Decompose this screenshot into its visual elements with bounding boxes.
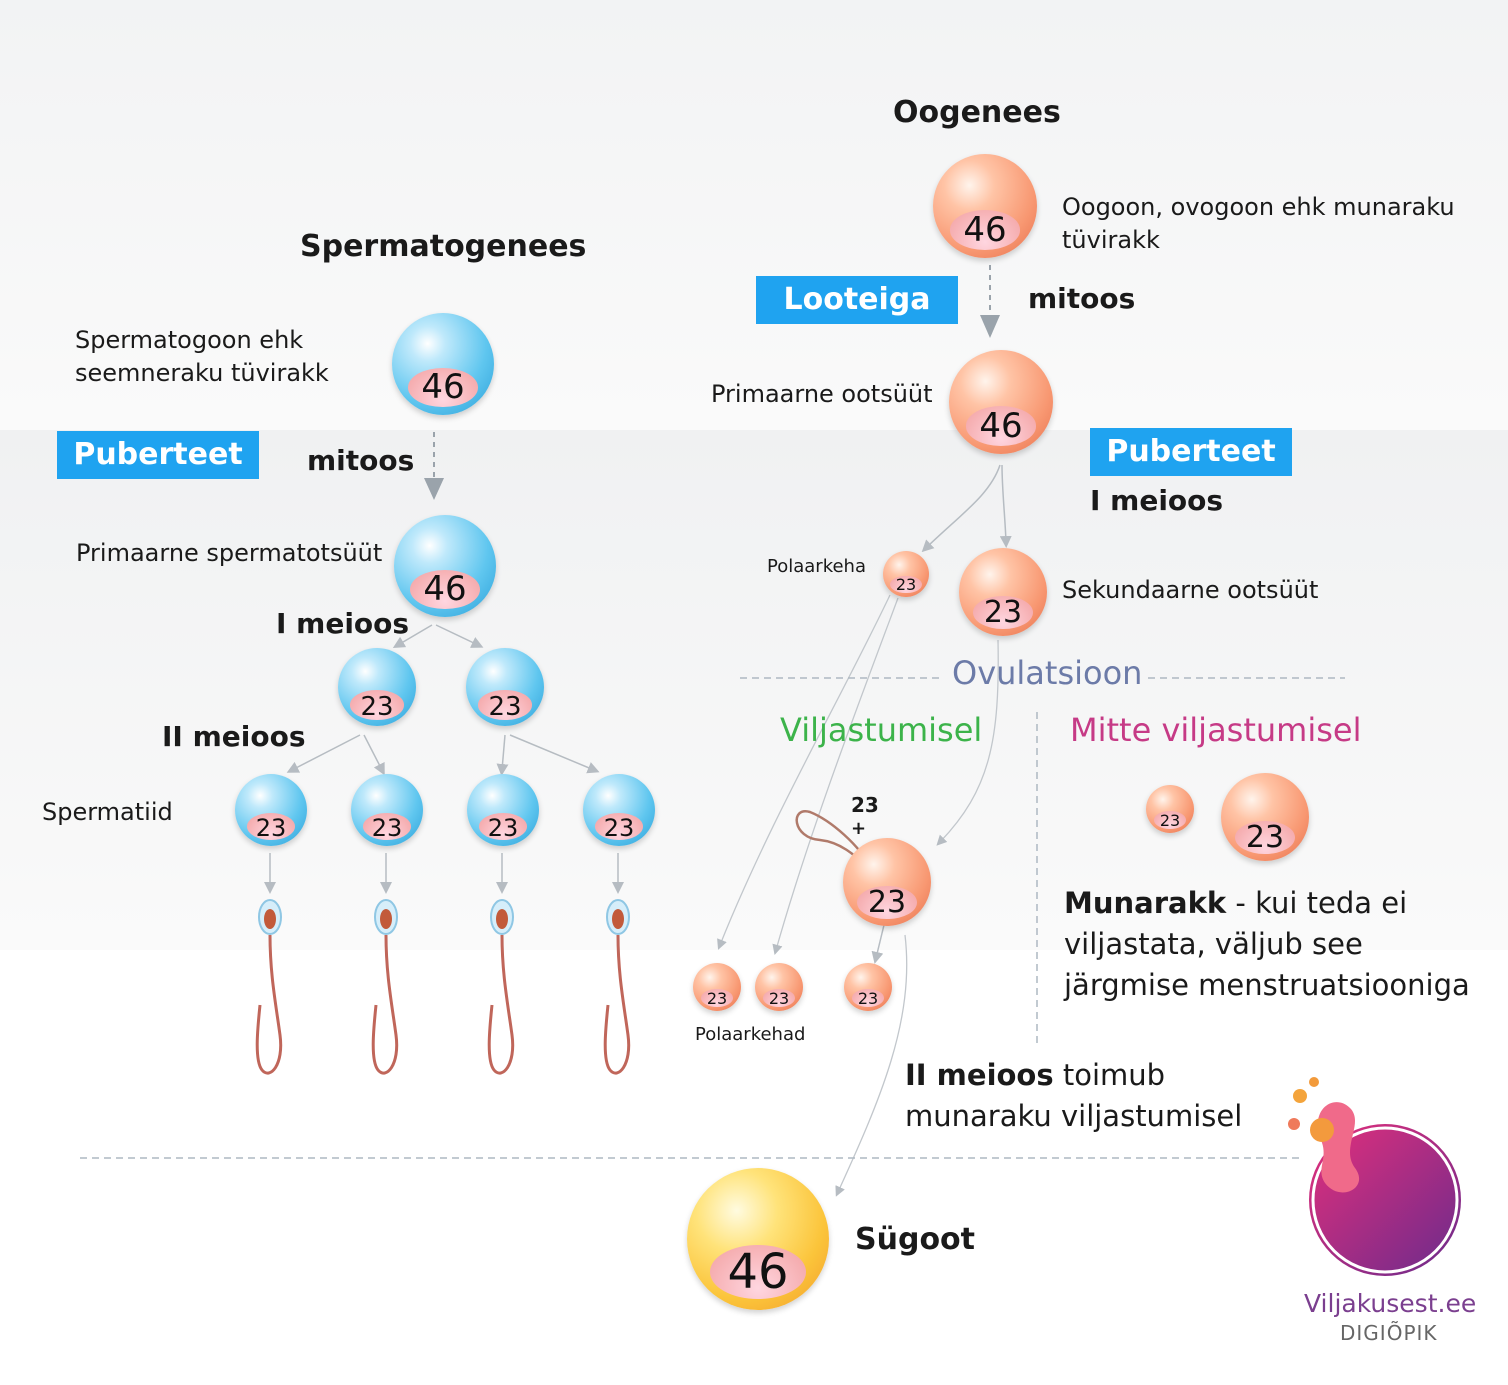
sperm-icon-4	[603, 899, 631, 1075]
fertilizing-sperm-tail	[795, 810, 874, 871]
primary-oocyte-cell: 46	[949, 350, 1053, 454]
primary-spermatocyte-label: Primaarne spermatotsüüt	[76, 539, 383, 567]
meiosis2-label-left: II meioos	[162, 720, 306, 753]
background-middle	[0, 430, 1508, 950]
spermatogonium-cell: 46	[392, 313, 494, 415]
secondary-spermatocyte-1: 23	[338, 648, 416, 726]
sperm-icon-3	[487, 899, 515, 1075]
puberty-badge-left: Puberteet	[57, 431, 259, 479]
unfertilized-egg-cell: 23	[1221, 773, 1309, 861]
spermatid-3: 23	[467, 774, 539, 846]
spermatids-label: Spermatiid	[42, 798, 173, 826]
oogenesis-title: Oogenees	[893, 95, 1061, 130]
spermatogenesis-title: Spermatogenees	[300, 229, 587, 264]
puberty-badge-right: Puberteet	[1090, 428, 1292, 476]
fertilized-label: Viljastumisel	[780, 711, 983, 749]
zygote-label: Sügoot	[855, 1222, 975, 1257]
plus-sign: +	[851, 818, 867, 839]
sperm-chromosome-count: 23	[851, 793, 879, 817]
arrowhead-mitosis-left	[424, 478, 444, 500]
logo-subtitle: DIGIÕPIK	[1340, 1321, 1438, 1345]
secondary-spermatocyte-2: 23	[466, 648, 544, 726]
primary-spermatocyte-cell: 46	[394, 515, 496, 617]
fetal-age-badge: Looteiga	[756, 276, 958, 324]
meiosis2-description: II meioos toimub munaraku viljastumisel	[905, 1055, 1265, 1137]
not-fertilized-label: Mitte viljastumisel	[1070, 711, 1362, 749]
sperm-icon-1	[255, 899, 283, 1075]
polar-body-b: 23	[755, 963, 803, 1011]
polar-bodies-label: Polaarkehad	[695, 1024, 806, 1045]
meiosis1-label-left: I meioos	[276, 607, 410, 640]
oogonium-cell: 46	[933, 154, 1037, 258]
sperm-icon-2	[371, 899, 399, 1075]
background-top	[0, 0, 1508, 430]
zygote-cell: 46	[687, 1168, 829, 1310]
polar-body-a: 23	[693, 963, 741, 1011]
primary-oocyte-label: Primaarne ootsüüt	[711, 380, 933, 408]
fertilized-egg-cell: 23	[843, 838, 931, 926]
spermatid-1: 23	[235, 774, 307, 846]
secondary-oocyte-label: Sekundaarne ootsüüt	[1062, 576, 1319, 604]
spermatogonium-label: Spermatogoon ehk seemneraku tüvirakk	[75, 326, 329, 387]
egg-description: Munarakk - kui teda ei viljastata, välju…	[1064, 883, 1494, 1006]
polar-body-c: 23	[844, 963, 892, 1011]
meiosis1-label-right: I meioos	[1090, 484, 1224, 517]
logo-name: Viljakusest.ee	[1304, 1289, 1477, 1318]
polar-body-cell: 23	[883, 551, 929, 597]
viljakusest-logo-icon	[1288, 1077, 1461, 1276]
unfertilized-polar-body: 23	[1146, 785, 1194, 833]
mitosis-label-right: mitoos	[1028, 282, 1136, 315]
egg-description-bold: Munarakk	[1064, 886, 1227, 920]
spermatid-2: 23	[351, 774, 423, 846]
oogonium-label: Oogoon, ovogoon ehk munaraku tüvirakk	[1062, 193, 1455, 254]
egg-description-rest: - kui teda ei viljastata, väljub see jär…	[1064, 886, 1470, 1002]
ovulation-label: Ovulatsioon	[952, 654, 1143, 692]
mitosis-label-left: mitoos	[307, 444, 415, 477]
meiosis2-description-rest: toimub munaraku viljastumisel	[905, 1058, 1243, 1133]
spermatid-4: 23	[583, 774, 655, 846]
meiosis2-description-bold: II meioos	[905, 1058, 1054, 1092]
polar-body-label: Polaarkeha	[767, 556, 866, 577]
secondary-oocyte-cell: 23	[959, 548, 1047, 636]
